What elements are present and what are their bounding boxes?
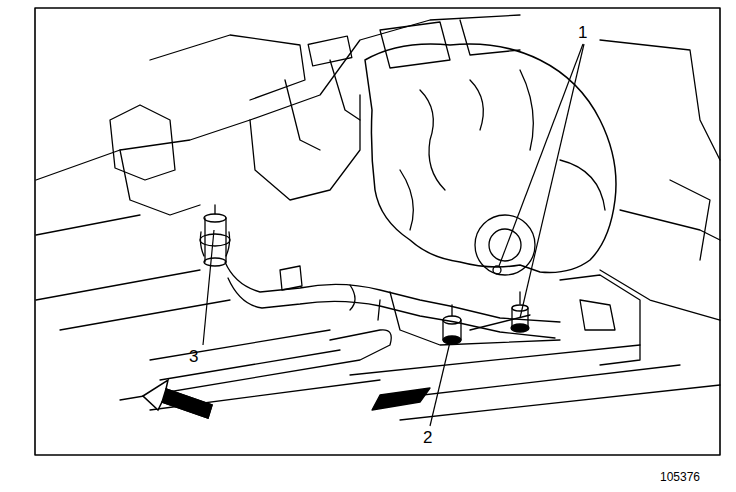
vehicle-underbody <box>285 80 320 150</box>
vehicle-underbody <box>519 292 520 304</box>
vehicle-underbody <box>200 232 229 256</box>
vehicle-underbody <box>204 258 226 266</box>
leader-lines <box>499 44 583 266</box>
vehicle-underbody <box>390 292 560 345</box>
vehicle-underbody <box>308 36 352 66</box>
vehicle-underbody <box>205 218 226 262</box>
vehicle-underbody <box>489 229 521 261</box>
vehicle-underbody <box>110 105 175 180</box>
vehicle-underbody <box>280 266 302 290</box>
vehicle-underbody <box>150 35 305 100</box>
vehicle-underbody <box>670 180 710 260</box>
leader-lines <box>203 230 214 345</box>
vehicle-underbody <box>350 285 380 320</box>
vehicle-underbody <box>443 336 461 344</box>
callout-number: 3 <box>189 348 198 365</box>
vehicle-underbody <box>250 95 360 200</box>
vehicle-underbody <box>372 388 430 410</box>
vehicle-underbody <box>200 234 230 246</box>
front-arrow <box>162 389 212 418</box>
vehicle-underbody <box>560 160 605 210</box>
vehicle-underbody <box>511 324 529 332</box>
vehicle-underbody <box>400 70 533 230</box>
vehicle-underbody <box>228 278 555 338</box>
figure-number: 105376 <box>660 471 700 483</box>
vehicle-underbody <box>35 8 720 455</box>
vehicle-underbody <box>420 80 483 190</box>
vehicle-underbody <box>580 300 615 330</box>
vehicle-underbody <box>150 330 340 380</box>
vehicle-underbody <box>470 315 530 330</box>
vehicle-underbody <box>36 15 520 180</box>
vehicle-underbody <box>620 210 720 240</box>
front-arrow <box>143 380 212 418</box>
leader-lines <box>203 44 584 426</box>
vehicle-underbody <box>365 44 616 273</box>
vehicle-underbody <box>225 262 560 322</box>
vehicle-underbody <box>120 150 200 215</box>
vehicle-underbody <box>451 305 452 316</box>
vehicle-underbody <box>204 214 226 222</box>
front-arrow <box>143 380 212 418</box>
vehicle-underbody <box>35 8 720 455</box>
callout-number: 1 <box>578 24 587 41</box>
leader-lines <box>520 44 584 318</box>
vehicle-underbody <box>475 215 535 275</box>
vehicle-underbody <box>443 316 461 324</box>
vehicle-underbody <box>493 266 501 274</box>
vehicle-underbody <box>600 270 720 320</box>
vehicle-underbody <box>350 345 720 420</box>
vehicle-underbody <box>512 305 528 311</box>
vehicle-underbody <box>330 60 360 120</box>
leader-lines <box>430 342 450 426</box>
callout-number: 2 <box>423 429 432 446</box>
vehicle-underbody <box>600 40 720 160</box>
vehicle-underbody <box>36 215 230 330</box>
vehicle-underbody <box>214 205 215 214</box>
